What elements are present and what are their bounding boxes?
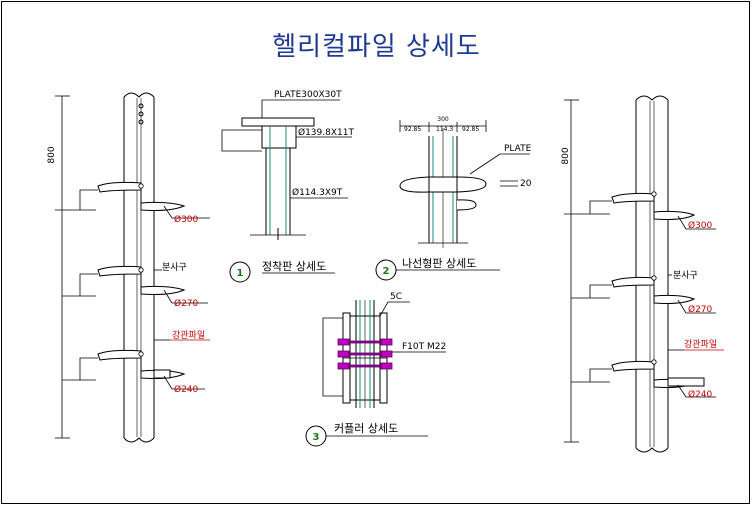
detail-3-number-circle — [305, 425, 327, 447]
detail-2-width-label: 300 — [437, 116, 449, 123]
left-nozzle-label: 분사구 — [162, 262, 187, 273]
detail-2-plate-label: PLATE — [504, 144, 532, 154]
left-diameter-240-label: Ø240 — [174, 384, 199, 395]
detail-1-plate-label: PLATE300X30T — [274, 90, 342, 100]
detail-1-number: 1 — [237, 268, 244, 279]
detail-1-anchor-plate — [221, 99, 352, 274]
detail-3-bolts — [337, 338, 393, 370]
detail-2-left-dim: 92.85 — [404, 126, 421, 133]
right-diameter-240-label: Ø240 — [688, 389, 713, 400]
left-steel-pile-label: 강관파일 — [172, 330, 205, 341]
right-diameter-270-label: Ø270 — [688, 304, 713, 315]
left-pile — [55, 92, 210, 443]
right-steel-pile-label: 강관파일 — [684, 339, 717, 350]
detail-2-helix-plate — [386, 120, 530, 271]
right-nozzle-label: 분사구 — [673, 270, 698, 281]
detail-2-right-dim: 92.85 — [462, 126, 479, 133]
left-diameter-270-label: Ø270 — [174, 298, 199, 309]
detail-1-inner-pipe-label: Ø114.3X9T — [292, 187, 343, 198]
detail-1-caption: 정착판 상세도 — [262, 260, 326, 273]
detail-3-weld-label: 5C — [390, 292, 402, 302]
detail-3-caption: 커플러 상세도 — [334, 422, 398, 435]
detail-2-number-circle — [375, 259, 397, 281]
right-diameter-300-label: Ø300 — [688, 220, 713, 231]
detail-2-number: 2 — [383, 266, 390, 277]
detail-1-outer-pipe-label: Ø139.8X11T — [298, 127, 354, 138]
detail-3-bolt-label: F10T M22 — [402, 342, 446, 352]
right-pile — [564, 95, 724, 453]
right-dimension-label: 800 — [561, 147, 571, 164]
left-diameter-300-label: Ø300 — [174, 214, 199, 225]
drawing-title: 헬리컬파일 상세도 — [272, 32, 481, 62]
detail-1-number-circle — [229, 261, 251, 283]
detail-2-thickness-label: 20 — [520, 179, 532, 189]
detail-2-caption: 나선형판 상세도 — [402, 257, 476, 270]
left-dimension-label: 800 — [47, 146, 57, 163]
detail-3-number: 3 — [313, 432, 320, 443]
detail-2-mid-dim: 114.3 — [436, 126, 453, 133]
detail-3-coupler — [316, 300, 446, 437]
